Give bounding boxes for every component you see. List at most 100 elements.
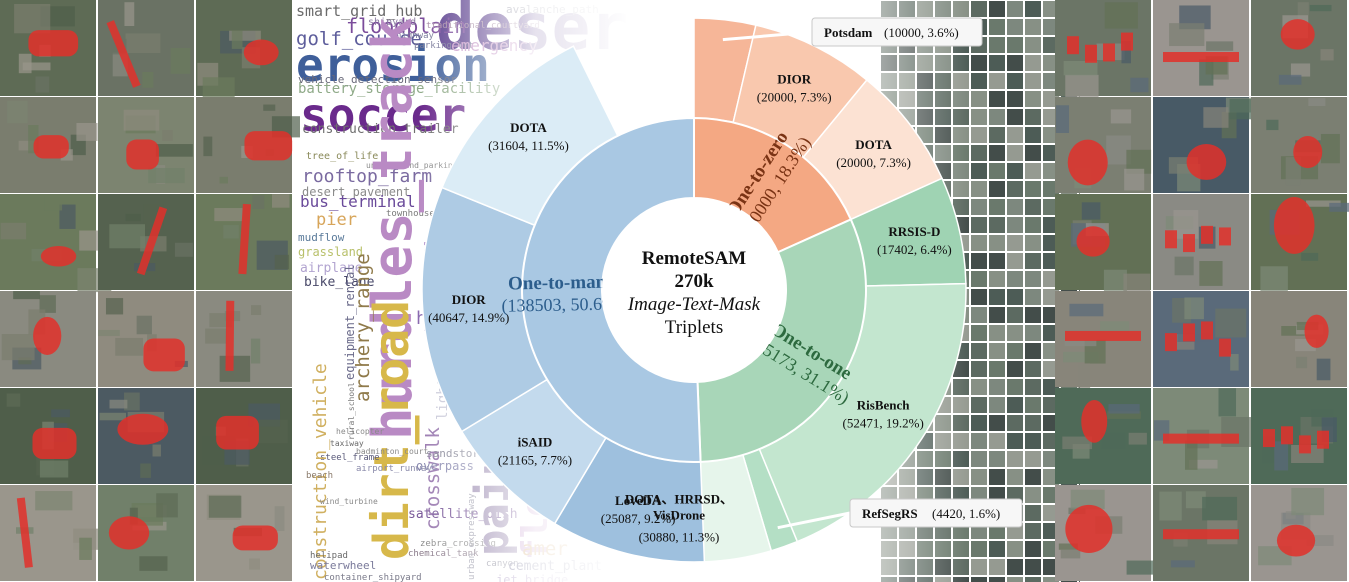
outer-segment-value: (25087, 9.2%) (601, 511, 676, 526)
mask-region (126, 139, 159, 170)
mask-region (243, 39, 279, 66)
left-image-grid (0, 0, 300, 581)
word-cloud-term: tree_of_life (306, 151, 379, 162)
mask-region (16, 497, 33, 568)
aerial-image-tile (98, 97, 194, 193)
mask-region (33, 135, 69, 159)
word-cloud-term: pier (316, 210, 357, 230)
outer-segment-value: (31604, 11.5%) (488, 138, 569, 153)
right-image-grid (1055, 0, 1349, 581)
word-cloud-term: container_shipyard (324, 573, 422, 582)
outer-segment-label: DIOR (777, 71, 812, 86)
callout-name: Potsdam (824, 25, 873, 40)
callout-leader (777, 511, 851, 530)
mask-region (1065, 330, 1141, 341)
word-cloud-term: vehicle_detection_sensor (298, 73, 457, 86)
outer-segment-value: (21165, 7.7%) (498, 453, 572, 468)
aerial-image-tile (1251, 388, 1347, 484)
mask-region (1067, 36, 1079, 55)
center-title-line3: Image-Text-Mask (627, 294, 761, 315)
aerial-image-tile (196, 485, 292, 581)
callout-box (811, 17, 983, 47)
word-cloud-term: steel_frame (320, 453, 380, 463)
aerial-image-tile (98, 0, 194, 96)
mask-region (33, 316, 62, 356)
word-cloud-term: helipad (310, 551, 348, 561)
aerial-image-tile (1153, 194, 1249, 290)
mask-region (1293, 136, 1323, 169)
mask-region (1183, 323, 1195, 342)
mask-region (1121, 32, 1133, 51)
mask-region (1201, 321, 1213, 340)
word-cloud-term: shipyard (368, 17, 417, 28)
aerial-image-tile (196, 388, 292, 484)
callout-name: RefSegRS (862, 506, 918, 521)
aerial-image-tile (1055, 291, 1151, 389)
aerial-image-tile (1055, 97, 1152, 193)
mask-region (117, 413, 169, 445)
aerial-image-tile (1251, 97, 1347, 193)
aerial-image-tile (1153, 97, 1258, 193)
aerial-image-tile (1055, 388, 1151, 484)
outer-segment-label: RRSIS-D (888, 224, 940, 239)
inner-segment-value: (138503, 50.6%) (501, 293, 623, 316)
aerial-image-tile (196, 194, 292, 290)
aerial-image-tile (1153, 0, 1249, 96)
aerial-image-tile (1153, 291, 1249, 387)
mask-region (1299, 435, 1311, 454)
outer-segment-value: (20000, 7.3%) (757, 89, 832, 104)
word-cloud-term: highway (396, 31, 434, 41)
aerial-image-tile (1153, 388, 1255, 484)
center-disk (602, 198, 786, 382)
mask-region (1067, 139, 1108, 186)
aerial-image-tile (1251, 291, 1347, 387)
mask-region (244, 131, 293, 161)
mask-region (1163, 433, 1239, 444)
outer-segment-label: DOTA、HRRSD、VisDrone (625, 492, 733, 523)
mask-region (32, 427, 77, 459)
mask-region (225, 300, 235, 371)
mask-region (1276, 524, 1316, 557)
mask-region (1183, 234, 1195, 253)
outer-segment-value: (17402, 6.4%) (877, 242, 952, 257)
inner-segment-label: One-to-many (508, 271, 617, 294)
mask-region (232, 525, 278, 551)
mask-region (143, 338, 185, 372)
aerial-image-tile (98, 291, 194, 387)
word-cloud-term: badminton_court (356, 447, 429, 456)
mask-region (1065, 504, 1113, 553)
outer-segment-label: DOTA (510, 120, 547, 135)
aerial-image-tile (1251, 0, 1347, 96)
callout-box (849, 498, 1023, 528)
word-cloud-term: helicopter (336, 427, 385, 436)
mask-region (1163, 52, 1239, 63)
word-cloud-term: airplane (300, 261, 363, 276)
aerial-image-tile (1251, 485, 1347, 581)
word-cloud-term: smart_grid_hub (296, 2, 423, 20)
mask-region (1085, 44, 1097, 63)
mask-region (1280, 19, 1315, 50)
aerial-image-tile (196, 97, 300, 193)
word-cloud-term: taxiway (330, 439, 364, 448)
aerial-image-tile (1055, 0, 1151, 98)
mask-region (28, 30, 79, 57)
outer-segment-value: (30880, 11.3%) (639, 530, 720, 545)
aerial-image-tile (0, 485, 111, 581)
mask-region (108, 516, 150, 550)
mask-region (1201, 225, 1213, 244)
inner-segment (696, 218, 867, 463)
mask-region (136, 206, 168, 276)
callout-value: (10000, 3.6%) (884, 25, 959, 40)
aerial-image-tile (196, 0, 292, 106)
word-cloud-term: grassland (298, 245, 364, 259)
outer-segment-label: DIOR (452, 292, 487, 307)
word-cloud-term: mudflow (298, 231, 345, 244)
center-title-line1: RemoteSAM (642, 248, 747, 269)
center-title-line2: 270k (674, 271, 714, 292)
center-title-line4: Triplets (665, 317, 723, 338)
outer-segment-value: (20000, 7.3%) (836, 155, 911, 170)
mask-region (1304, 314, 1329, 348)
outer-segment-label: DOTA (855, 137, 892, 152)
mask-region (106, 20, 141, 88)
